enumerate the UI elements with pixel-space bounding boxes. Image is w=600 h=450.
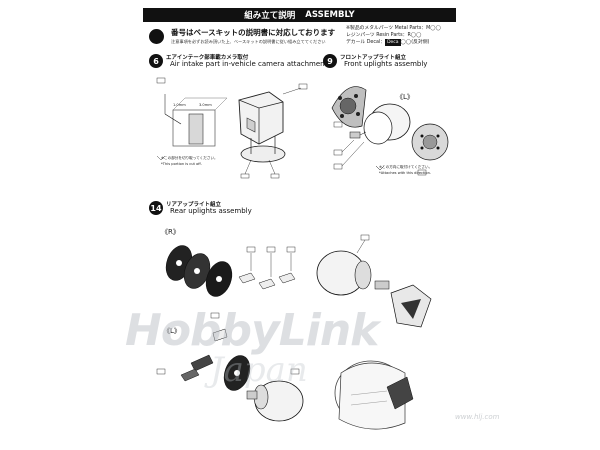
step14-R-label: 《R》 bbox=[161, 228, 180, 236]
step-9-number: 9 bbox=[323, 54, 337, 68]
dim-label-2: 3.0mm bbox=[199, 103, 212, 107]
dim-label-1: 1.0mm bbox=[173, 103, 186, 107]
step-6-number: 6 bbox=[149, 54, 163, 68]
watermark-brand: HobbyLink bbox=[125, 305, 379, 356]
step6-note-jp: ※この部分を切り取ってください。 bbox=[161, 156, 218, 160]
decal-box: Deca bbox=[385, 39, 401, 46]
banner-title-en: ASSEMBLY bbox=[305, 10, 355, 20]
bullet-circle-icon bbox=[149, 29, 164, 44]
step-6-title-jp: エアインテーク部車載カメラ取付 bbox=[166, 55, 249, 61]
step-14-title-en: Rear uplights assembly bbox=[170, 207, 252, 215]
instruction-sheet: 組み立て説明 ASSEMBLY 番号はベースキットの説明書に対応しております 注… bbox=[143, 8, 456, 440]
step14-L-label: 《L》 bbox=[163, 327, 181, 335]
step-14-number: 14 bbox=[149, 201, 163, 215]
parts-legend: ※製品のメタルパーツ Metal Parts：M◯◯ レジンパーツ Resin … bbox=[346, 25, 441, 46]
legend-decal-prefix: デカール Decal： bbox=[346, 40, 386, 45]
camera-part-icon bbox=[238, 91, 286, 163]
step6-note-en: *This portion is cut off. bbox=[161, 162, 202, 166]
intro-note: 番号はベースキットの説明書に対応しております bbox=[171, 28, 336, 37]
step9-note-jp: ※この方向に取付けてください。 bbox=[379, 165, 433, 169]
step6-illustration bbox=[156, 77, 308, 179]
step14-illustration bbox=[156, 234, 432, 430]
legend-decal: デカール Decal：Deca◯◯(反対側) bbox=[346, 39, 441, 46]
step9-note-en: *Attaches with this direction. bbox=[379, 171, 432, 175]
step9-L-label: 《L》 bbox=[396, 93, 414, 101]
wheel-hub-icon bbox=[349, 103, 411, 145]
step9-illustration bbox=[331, 86, 449, 176]
upright-part-icon bbox=[331, 86, 367, 128]
banner-title-jp: 組み立て説明 bbox=[244, 11, 296, 21]
watermark-url: www.hlj.com bbox=[455, 413, 500, 421]
brake-disc-icon bbox=[411, 123, 449, 161]
step-14-title-jp: リアアップライト組立 bbox=[166, 202, 222, 208]
intro-subnote: 注意事項を必ずお読み頂いた上、ベースキットの説明書に従い組み立ててください bbox=[171, 39, 326, 44]
legend-metal: ※製品のメタルパーツ Metal Parts：M◯◯ bbox=[346, 26, 442, 31]
legend-decal-suffix: ◯◯(反対側) bbox=[400, 40, 430, 45]
legend-resin: レジンパーツ Resin Parts：R◯◯ bbox=[346, 33, 422, 38]
watermark-sub: Japan bbox=[210, 350, 308, 390]
step-6-title-en: Air intake part in-vehicle camera attach… bbox=[170, 60, 328, 68]
step-9-title-jp: フロントアップライト組立 bbox=[340, 55, 407, 61]
step-9-title-en: Front uplights assembly bbox=[344, 60, 428, 68]
assembly-banner: 組み立て説明 ASSEMBLY bbox=[143, 8, 456, 22]
